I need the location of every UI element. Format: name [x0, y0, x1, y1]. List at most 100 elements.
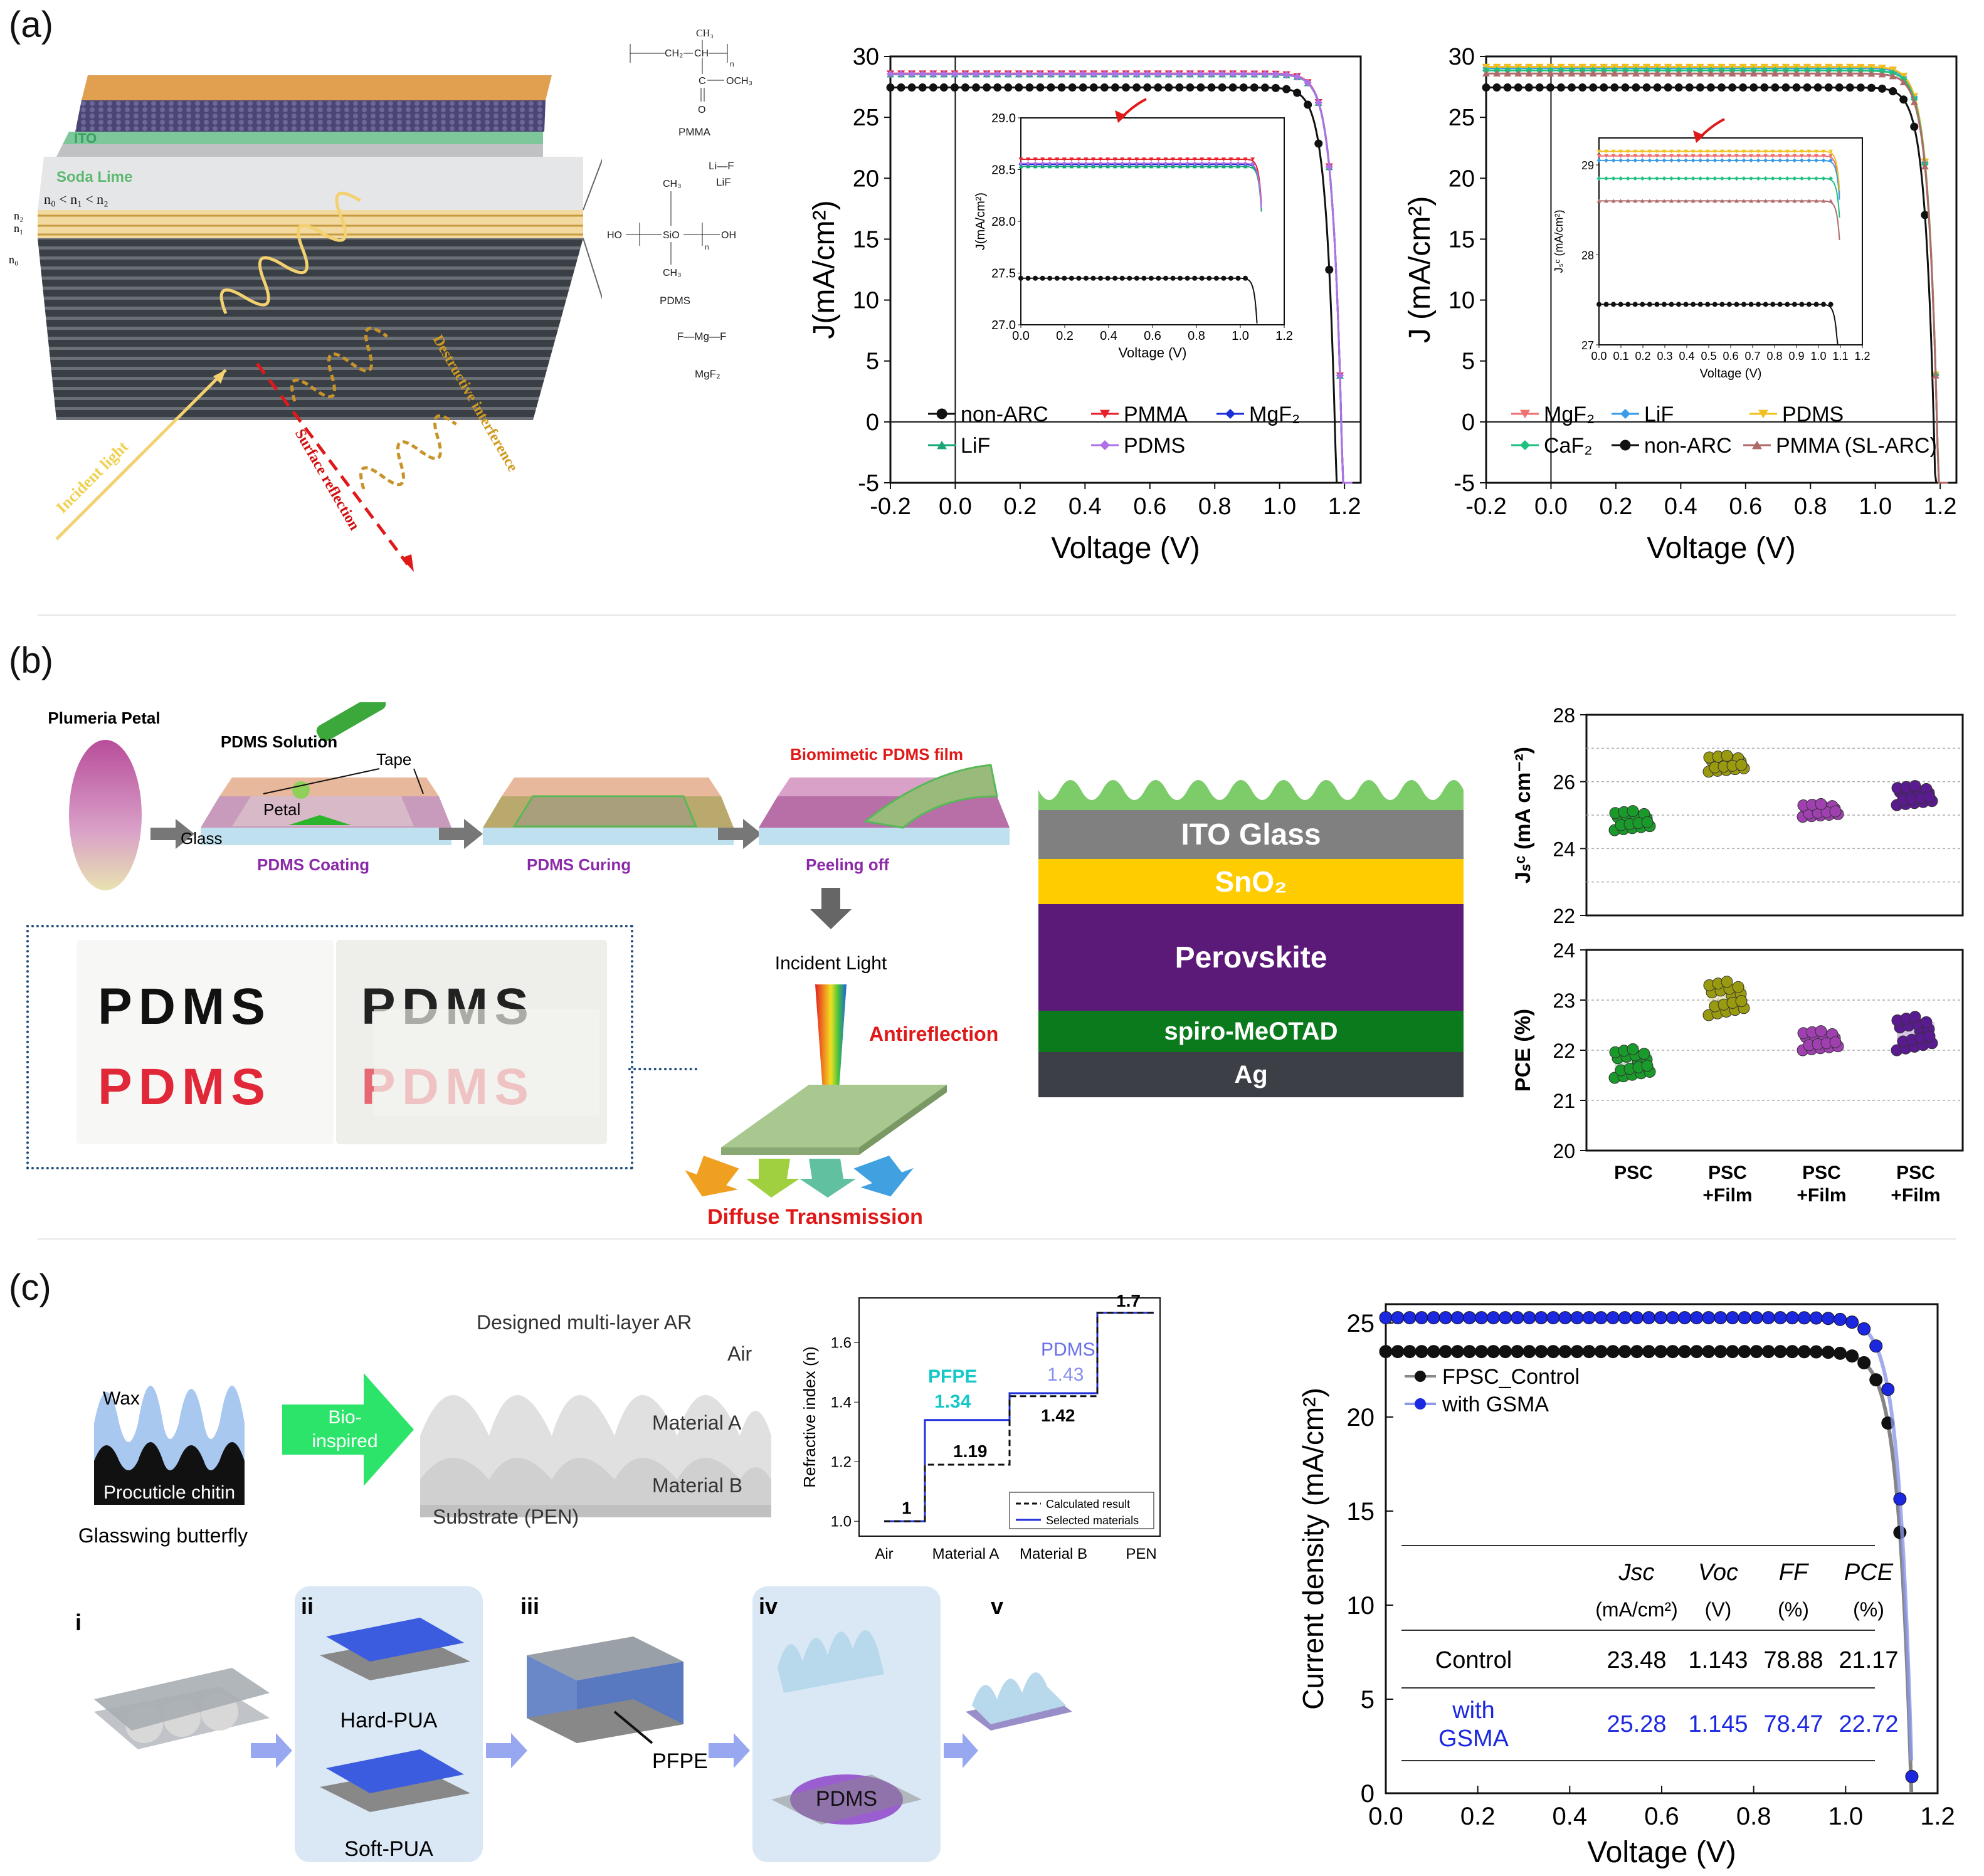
scatter-x-label: PSC — [1896, 1162, 1935, 1183]
c-air-label: Air — [727, 1342, 752, 1365]
legend-label: PDMS — [1782, 403, 1844, 426]
inset-marker — [1734, 154, 1739, 158]
inset-marker — [1235, 275, 1241, 281]
scatter-y-tick-label: 20 — [1553, 1140, 1575, 1162]
inset-marker — [1799, 149, 1804, 154]
inset-marker — [1214, 164, 1219, 169]
table-row-label: Control — [1435, 1647, 1512, 1673]
inset-marker — [1756, 149, 1761, 154]
inset-x-label: Voltage (V) — [1700, 367, 1762, 381]
inset-marker — [1618, 158, 1623, 163]
jv-marker — [1260, 83, 1269, 92]
y-tick-label: 20 — [853, 166, 879, 192]
inset-marker — [1777, 302, 1783, 307]
cjv-x-tick-label: 0.6 — [1644, 1803, 1679, 1830]
jv-marker — [1100, 70, 1109, 78]
jv-marker — [1047, 70, 1055, 78]
cjv-legend-marker — [1415, 1398, 1426, 1410]
inset-marker — [1821, 199, 1826, 203]
x-tick-label: 0.4 — [1664, 493, 1697, 520]
cjv-marker — [1630, 1345, 1644, 1359]
inset-y-tick-label: 29.0 — [991, 112, 1016, 125]
cjv-marker — [1654, 1345, 1668, 1359]
scatter-point — [1641, 816, 1654, 828]
inset-marker — [1734, 302, 1739, 307]
jv-marker — [1314, 98, 1322, 107]
separator-ab — [38, 614, 1956, 616]
scatter-point — [1735, 759, 1748, 771]
inset-x-tick-label: 0.1 — [1613, 350, 1628, 362]
inset-marker — [1712, 149, 1718, 154]
jv-marker — [919, 70, 927, 78]
inset-marker — [1163, 157, 1168, 162]
jv-marker — [1111, 70, 1119, 78]
inset-marker — [1662, 149, 1667, 154]
inset-marker — [1669, 154, 1674, 158]
inset-x-tick-label: 0.5 — [1701, 350, 1716, 362]
inset-marker — [1633, 176, 1638, 181]
jv-marker — [1642, 83, 1651, 92]
cjv-y-label: Current density (mA/cm²) — [1297, 1388, 1329, 1710]
inset-marker — [1192, 164, 1197, 169]
jv-marker — [950, 83, 959, 92]
table-cell: 22.72 — [1839, 1711, 1898, 1737]
table-unit: (%) — [1778, 1598, 1809, 1621]
inset-marker — [1604, 199, 1609, 203]
inset-marker — [1712, 176, 1718, 181]
inset-marker — [1785, 199, 1790, 203]
cjv-y-tick-label: 15 — [1347, 1498, 1375, 1526]
table-unit: (V) — [1705, 1598, 1732, 1621]
inset-marker — [1228, 157, 1233, 162]
jv-marker — [1482, 83, 1491, 92]
index-frame — [858, 1297, 1161, 1537]
c-bio-label: inspired — [312, 1431, 377, 1452]
jv-marker — [1524, 83, 1533, 92]
inset-marker — [1676, 154, 1681, 158]
b-glass-slab — [201, 828, 451, 845]
jv-marker — [1514, 70, 1522, 76]
jv-marker — [886, 83, 895, 92]
cjv-marker — [1845, 1349, 1859, 1363]
inset-marker — [1654, 149, 1659, 154]
jv-marker — [1610, 70, 1618, 76]
jv-marker — [1910, 122, 1919, 131]
jv-marker — [1578, 83, 1587, 92]
legend-label: LiF — [961, 434, 990, 458]
inset-marker — [1127, 275, 1132, 281]
cjv-marker — [1511, 1345, 1524, 1359]
inset-marker — [1741, 302, 1746, 307]
x-axis-label: Voltage (V) — [1647, 532, 1795, 565]
cjv-x-tick-label: 1.0 — [1828, 1803, 1864, 1830]
inset-marker — [1799, 199, 1804, 203]
jv-marker — [1336, 371, 1344, 379]
index-x-label: PEN — [1126, 1546, 1156, 1562]
inset-marker — [1647, 149, 1652, 154]
cjv-marker — [1845, 1315, 1859, 1329]
jv-marker — [1600, 70, 1608, 76]
y-tick-label: 15 — [853, 226, 879, 253]
table-cell: 78.47 — [1763, 1711, 1823, 1737]
legend-marker — [937, 440, 947, 450]
svg-text:n: n — [705, 243, 709, 251]
y-tick-label: 10 — [853, 288, 879, 314]
inset-marker — [1791, 302, 1797, 307]
legend-label: LiF — [1644, 403, 1674, 426]
x-tick-label: 0.2 — [1599, 493, 1632, 520]
inset-marker — [1821, 158, 1826, 163]
inset-marker — [1033, 161, 1038, 166]
cjv-marker — [1893, 1526, 1907, 1539]
inset-marker — [1156, 157, 1161, 162]
panel-label-b: (b) — [9, 640, 53, 681]
b-textured-film — [1038, 780, 1464, 810]
inset-marker — [1062, 164, 1067, 169]
inset-marker — [1120, 161, 1125, 166]
inset-marker — [1228, 164, 1233, 169]
scatter-y-tick-label: 28 — [1553, 704, 1575, 727]
jv-marker — [1686, 70, 1694, 76]
inset-marker — [1127, 164, 1132, 169]
x-tick-label: 0.6 — [1133, 493, 1166, 520]
b-green-slab — [721, 1085, 947, 1147]
cjv-marker — [1666, 1311, 1680, 1325]
jv-marker — [1175, 70, 1183, 78]
inset-marker — [1171, 161, 1176, 166]
